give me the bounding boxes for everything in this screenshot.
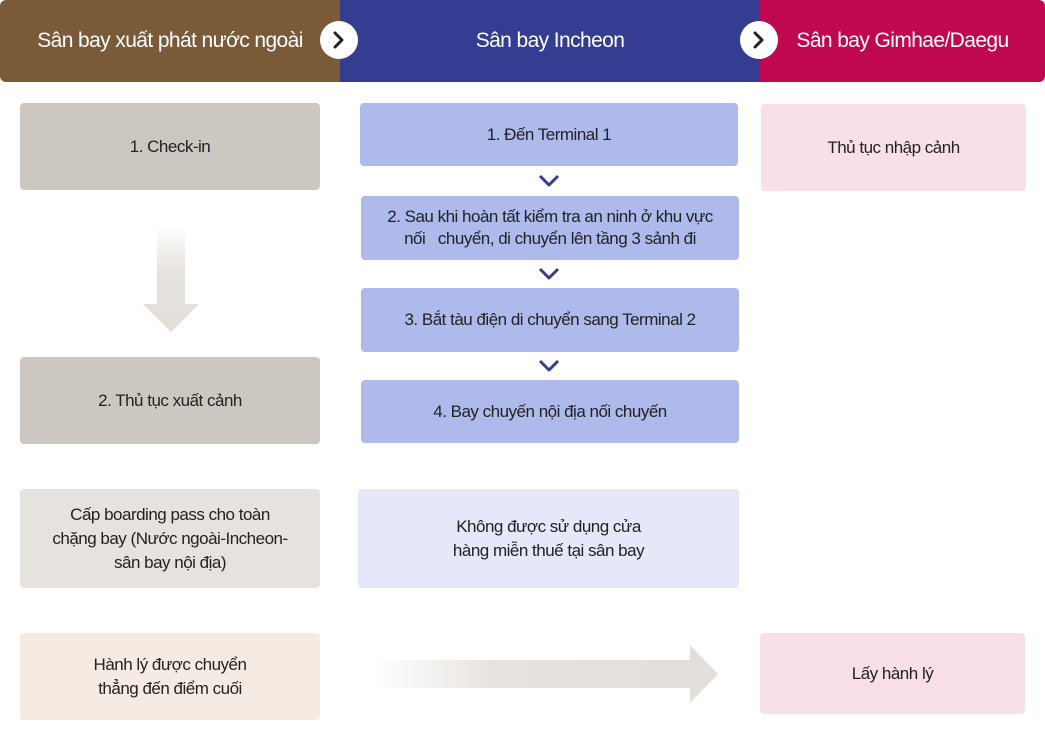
duty-free-line: Không được sử dụng cửa <box>456 516 641 536</box>
destination-baggage-claim-label: Lấy hành lý <box>851 663 934 683</box>
header-destination-label: Sân bay Gimhae/Daegu <box>796 29 1009 52</box>
incheon-step-2: 2. Sau khi hoàn tất kiểm tra an ninh ở k… <box>361 196 739 260</box>
incheon-step-4-label: 4. Bay chuyến nội địa nối chuyến <box>433 401 667 421</box>
baggage-through-line: Hành lý được chuyển <box>93 654 247 674</box>
incheon-step-2-line: 2. Sau khi hoàn tất kiểm tra an ninh ở k… <box>387 207 713 226</box>
chevron-down-icon <box>538 359 560 378</box>
incheon-step-1: 1. Đến Terminal 1 <box>360 103 738 166</box>
destination-immigration: Thủ tục nhập cảnh <box>761 104 1026 191</box>
down-arrow-icon <box>141 226 201 332</box>
header-origin-label: Sân bay xuất phát nước ngoài <box>37 29 303 52</box>
header-incheon-airport: Sân bay Incheon <box>340 0 760 82</box>
header-incheon-label: Sân bay Incheon <box>475 29 625 52</box>
incheon-step-1-label: 1. Đến Terminal 1 <box>486 124 612 144</box>
origin-step-checkin: 1. Check-in <box>20 103 320 190</box>
duty-free-line: hàng miễn thuế tại sân bay <box>452 540 645 560</box>
destination-baggage-claim: Lấy hành lý <box>760 633 1025 714</box>
baggage-through-note: Hành lý được chuyển thẳng đến điểm cuối <box>20 633 320 720</box>
incheon-step-4: 4. Bay chuyến nội địa nối chuyến <box>361 380 739 443</box>
chevron-down-icon <box>538 267 560 286</box>
chevron-right-icon <box>740 21 778 59</box>
boarding-pass-line: sân bay nội địa) <box>113 552 227 572</box>
right-arrow-icon <box>376 645 718 703</box>
duty-free-note: Không được sử dụng cửa hàng miễn thuế tạ… <box>358 489 739 588</box>
baggage-through-line: thẳng đến điểm cuối <box>98 678 242 698</box>
chevron-right-icon <box>320 21 358 59</box>
boarding-pass-line: Cấp boarding pass cho toàn <box>70 504 270 524</box>
incheon-step-2-line: nối chuyển, di chuyển lên tầng 3 sảnh đi <box>404 229 696 248</box>
origin-step-emigration: 2. Thủ tục xuất cảnh <box>20 357 320 444</box>
boarding-pass-note: Cấp boarding pass cho toàn chặng bay (Nư… <box>20 489 320 588</box>
origin-step-checkin-label: 1. Check-in <box>129 136 211 156</box>
header-origin-airport: Sân bay xuất phát nước ngoài <box>0 0 340 82</box>
origin-step-emigration-label: 2. Thủ tục xuất cảnh <box>98 390 242 410</box>
boarding-pass-line: chặng bay (Nước ngoài-Incheon- <box>52 528 288 548</box>
incheon-step-3: 3. Bắt tàu điện di chuyển sang Terminal … <box>361 288 739 352</box>
header-destination-airport: Sân bay Gimhae/Daegu <box>760 0 1045 82</box>
chevron-down-icon <box>538 174 560 193</box>
destination-immigration-label: Thủ tục nhập cảnh <box>827 137 960 157</box>
incheon-step-3-label: 3. Bắt tàu điện di chuyển sang Terminal … <box>404 310 696 329</box>
